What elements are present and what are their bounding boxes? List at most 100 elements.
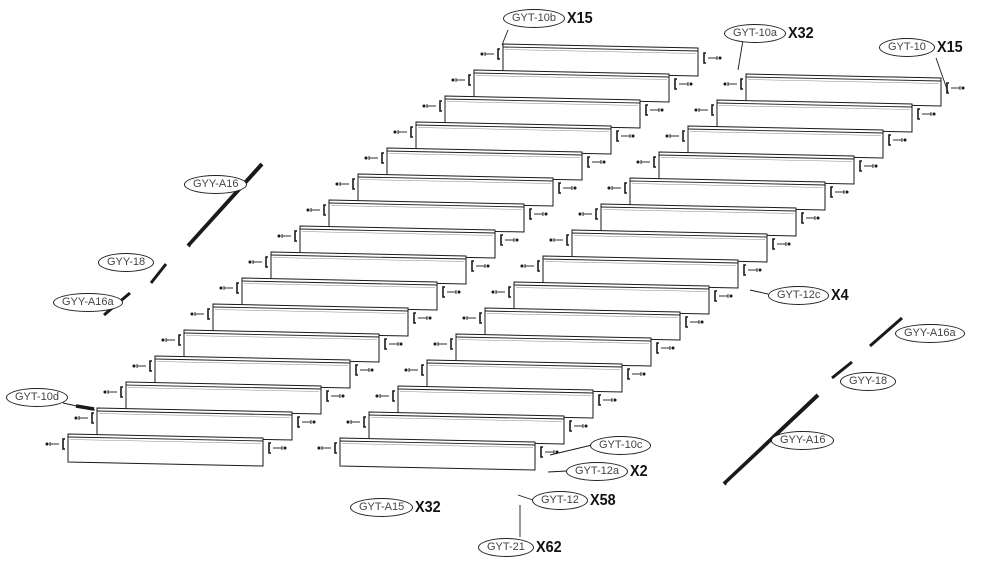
callout-gyy-a16a-left: GYY-A16a — [53, 293, 123, 312]
screw-left-8-left — [277, 234, 291, 238]
panel-left-6 — [357, 173, 554, 207]
bracket-left-11-right — [413, 312, 416, 324]
screw-left-1-left — [480, 52, 494, 56]
panel-left-2 — [473, 69, 670, 103]
screw-left-15-right — [302, 420, 316, 424]
screw-right-3-left — [665, 134, 679, 138]
part-label-gyt-10b: GYT-10b — [503, 9, 566, 28]
bracket-right-6-left — [595, 208, 598, 220]
bracket-left-6-left — [352, 178, 355, 190]
bracket-right-3-right — [888, 134, 891, 146]
panel-left-3 — [444, 95, 641, 129]
bracket-left-3-left — [439, 100, 442, 112]
panel-array — [45, 43, 965, 471]
bracket-right-8-left — [537, 260, 540, 272]
screw-right-4-left — [636, 160, 650, 164]
panel-right-12 — [426, 359, 623, 393]
screw-left-5-right — [592, 160, 606, 164]
quantity-gyt-10b: X15 — [567, 9, 593, 27]
panel-right-14 — [368, 411, 565, 445]
callout-gyt-10a: GYT-10a X32 — [724, 24, 817, 43]
screw-left-8-right — [505, 238, 519, 242]
bracket-right-5-right — [830, 186, 833, 198]
screw-right-15-left — [317, 446, 331, 450]
bracket-left-6-right — [558, 182, 561, 194]
bracket-left-13-right — [355, 364, 358, 376]
screw-right-9-right — [719, 294, 733, 298]
bracket-left-5-left — [381, 152, 384, 164]
bracket-left-8-left — [294, 230, 297, 242]
panel-right-15 — [339, 437, 536, 471]
quantity-gyt-12c: X4 — [831, 286, 850, 304]
panel-left-16 — [67, 433, 264, 467]
screw-right-10-right — [690, 320, 704, 324]
screw-right-12-right — [632, 372, 646, 376]
screw-right-12-left — [404, 368, 418, 372]
screw-left-10-left — [219, 286, 233, 290]
quantity-gyt-10a: X32 — [788, 24, 814, 42]
panel-right-9 — [513, 281, 710, 315]
panel-left-5 — [386, 147, 583, 181]
screw-left-14-left — [103, 390, 117, 394]
bracket-right-2-left — [711, 104, 714, 116]
callout-gyt-10b: GYT-10b X15 — [503, 9, 596, 28]
bracket-left-9-right — [471, 260, 474, 272]
screw-left-2-left — [451, 78, 465, 82]
screw-right-11-right — [661, 346, 675, 350]
screw-left-12-left — [161, 338, 175, 342]
bracket-right-6-right — [801, 212, 804, 224]
screw-right-6-left — [578, 212, 592, 216]
panel-right-6 — [600, 203, 797, 237]
screw-left-3-right — [650, 108, 664, 112]
rail-gyy-a16a-right — [869, 316, 903, 348]
bracket-left-16-right — [268, 442, 271, 454]
bracket-left-10-right — [442, 286, 445, 298]
part-label-gyt-12a: GYT-12a — [566, 462, 629, 481]
bracket-right-15-right — [540, 446, 543, 458]
bracket-right-1-left — [740, 78, 743, 90]
rail-gyy-18-right — [831, 360, 853, 380]
screw-right-1-left — [723, 82, 737, 86]
bracket-left-13-left — [149, 360, 152, 372]
screw-left-5-left — [364, 156, 378, 160]
screw-left-6-right — [563, 186, 577, 190]
screw-left-7-right — [534, 212, 548, 216]
panel-left-4 — [415, 121, 612, 155]
panel-right-1 — [745, 73, 942, 107]
screw-left-13-left — [132, 364, 146, 368]
screw-right-4-right — [864, 164, 878, 168]
screw-left-9-right — [476, 264, 490, 268]
callout-gyt-10: GYT-10 X15 — [879, 38, 965, 57]
screw-right-14-right — [574, 424, 588, 428]
screw-right-8-right — [748, 268, 762, 272]
bracket-left-12-right — [384, 338, 387, 350]
panel-left-13 — [154, 355, 351, 389]
screw-right-8-left — [520, 264, 534, 268]
bracket-left-14-right — [326, 390, 329, 402]
panel-left-1 — [502, 43, 699, 77]
screw-right-5-left — [607, 186, 621, 190]
bracket-right-10-left — [479, 312, 482, 324]
screw-left-4-right — [621, 134, 635, 138]
panel-right-8 — [542, 255, 739, 289]
screw-right-1-right — [951, 86, 965, 90]
callout-gyy-18-right: GYY-18 — [840, 372, 897, 391]
panel-right-7 — [571, 229, 768, 263]
part-label-gyt-21: GYT-21 — [478, 538, 534, 557]
screw-left-11-right — [418, 316, 432, 320]
part-label-gyy-18-right: GYY-18 — [840, 372, 897, 391]
screw-left-2-right — [679, 82, 693, 86]
panel-left-15 — [96, 407, 293, 441]
callout-gyt-12c: GYT-12c X4 — [768, 286, 851, 305]
bracket-left-15-right — [297, 416, 300, 428]
bracket-left-10-left — [236, 282, 239, 294]
part-label-gyt-10: GYT-10 — [879, 38, 935, 57]
quantity-gyt-21: X62 — [535, 538, 562, 556]
bracket-right-3-left — [682, 130, 685, 142]
bracket-right-11-left — [450, 338, 453, 350]
screw-left-11-left — [190, 312, 204, 316]
screw-left-14-right — [331, 394, 345, 398]
panel-left-7 — [328, 199, 525, 233]
bracket-left-2-left — [468, 74, 471, 86]
